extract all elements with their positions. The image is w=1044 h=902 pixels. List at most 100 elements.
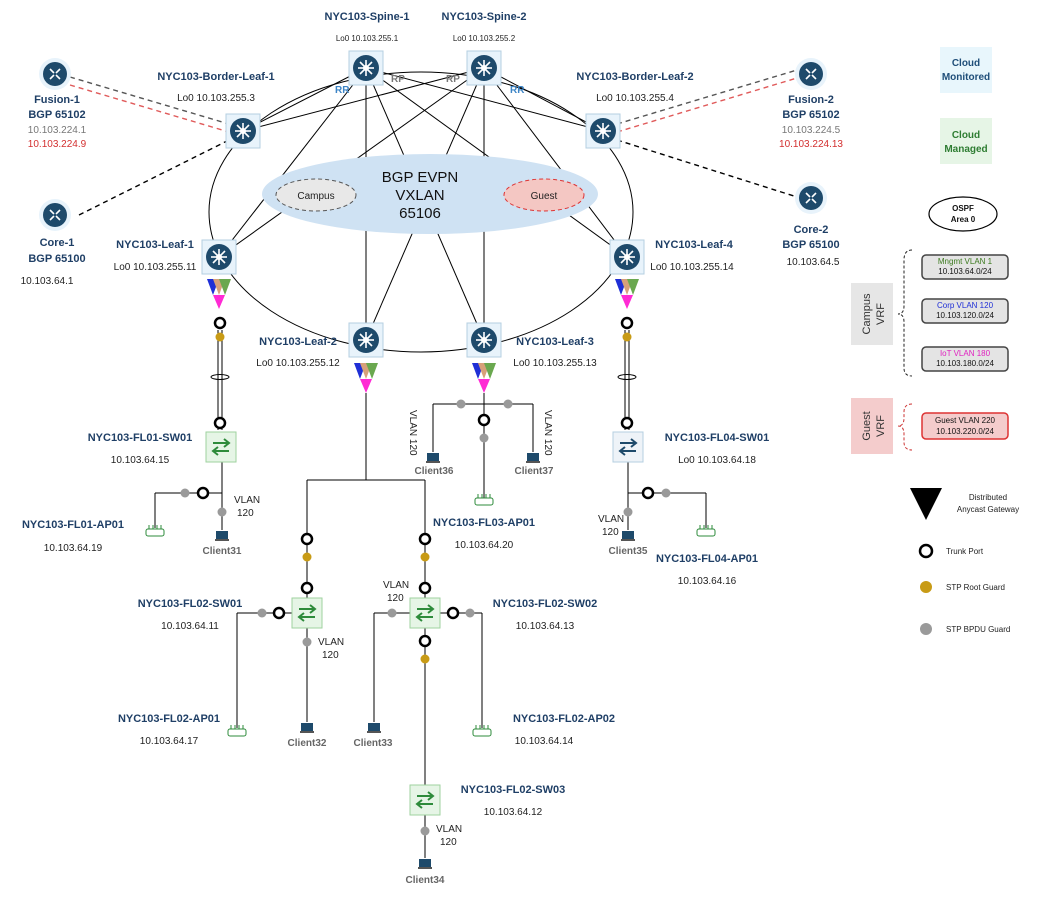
- fusion1-router-icon[interactable]: [39, 58, 71, 90]
- leaf2-lo: Lo0 10.103.255.12: [256, 358, 340, 369]
- fl02-sw03-switch-icon[interactable]: [409, 784, 441, 816]
- client33-icon[interactable]: [367, 723, 381, 733]
- fl01-ap01-icon[interactable]: [145, 525, 165, 537]
- spine1-switch-icon[interactable]: [348, 50, 384, 86]
- client34-icon-base: [418, 867, 432, 869]
- fusion1-router-icon-body: [43, 62, 67, 86]
- campus-vrf-box: [851, 283, 893, 345]
- border1-switch-icon[interactable]: [225, 113, 261, 149]
- client37-icon-base: [526, 461, 540, 463]
- fl02-sw02-trunk-port-sw: [418, 581, 432, 595]
- leaf1-switch-icon[interactable]: [201, 239, 237, 275]
- fl03-ap01-icon[interactable]: [474, 494, 494, 506]
- core1-router-icon-body: [43, 203, 67, 227]
- fusion2-router-icon[interactable]: [795, 58, 827, 90]
- core2-router-icon[interactable]: [795, 182, 827, 214]
- vlan-num-sw01: 120: [322, 650, 339, 661]
- fl02-ap01-icon[interactable]: [227, 725, 247, 737]
- fl04-sw01-switch-icon-frame: [612, 431, 644, 463]
- fl01-ap01-ip: 10.103.64.19: [44, 543, 103, 554]
- spine2-switch-icon[interactable]: [466, 50, 502, 86]
- fl01-ap01-icon-body: [145, 528, 165, 537]
- client37-icon-screen: [527, 453, 539, 461]
- leaf3-switch-icon[interactable]: [466, 322, 502, 358]
- leaf3-lo: Lo0 10.103.255.13: [513, 358, 597, 369]
- fl02-sw01-switch-icon[interactable]: [291, 597, 323, 629]
- client34-icon-screen: [419, 859, 431, 867]
- client37-icon[interactable]: [526, 453, 540, 463]
- evpn-title: BGP EVPN: [382, 169, 458, 186]
- fl04-sw01-name: NYC103-FL04-SW01: [665, 432, 770, 444]
- leaf1-anycast-gateway: [207, 279, 231, 309]
- client37-label: Client37: [515, 466, 554, 477]
- fl04-ap01-icon-body: [696, 528, 716, 537]
- cloud-monitored-line2: Monitored: [942, 72, 990, 83]
- fl03-ap01-ip: 10.103.64.20: [455, 540, 514, 551]
- client32-icon-base: [300, 731, 314, 733]
- bpdu-guard-legend-label: STP BPDU Guard: [946, 625, 1010, 634]
- evpn-cloud: BGP EVPN VXLAN 65106 Campus Guest: [262, 154, 598, 234]
- fl02-ap02-icon[interactable]: [472, 725, 492, 737]
- vlan-label-sw03: VLAN: [436, 824, 462, 835]
- guest-label: Guest: [531, 191, 558, 202]
- fl01-sw01-switch-icon[interactable]: [205, 431, 237, 463]
- fusion2-name: Fusion-2: [788, 94, 834, 106]
- fl02-sw03-ip: 10.103.64.12: [484, 807, 543, 818]
- fl04-ap01-icon[interactable]: [696, 525, 716, 537]
- client31-label: Client31: [203, 546, 242, 557]
- access-links: [154, 330, 707, 858]
- spine2-rr-badge: RR: [510, 85, 525, 96]
- client35-icon-base: [621, 539, 635, 541]
- guest-vlan-box: [921, 412, 1009, 440]
- fl01-sw01-trunk-port-up: [213, 416, 227, 430]
- client-labels: Client31 Client32 Client33 Client34 Clie…: [203, 466, 648, 886]
- fl02-sw01-trunk-port-ap: [272, 606, 286, 620]
- fl01-sw01-switch-icon-frame: [205, 431, 237, 463]
- leaf4-lo: Lo0 10.103.255.14: [650, 262, 734, 273]
- campus-vrf-bubble: [275, 178, 357, 212]
- fl02-sw02-ip: 10.103.64.13: [516, 621, 575, 632]
- spine1-rp-badge: RP: [391, 74, 405, 85]
- fl03-ap01-icon-body: [474, 497, 494, 506]
- fl04-sw01-trunk-port-ap: [641, 486, 655, 500]
- core1-router-icon[interactable]: [39, 199, 71, 231]
- vlan-label-fl04: VLAN: [598, 514, 624, 525]
- core2-bgp: BGP 65100: [782, 239, 839, 251]
- fusion1-ip1: 10.103.224.1: [28, 125, 87, 136]
- bpdu-guard-legend-icon: [920, 623, 932, 635]
- leaf2-switch-icon[interactable]: [348, 322, 384, 358]
- client35-icon[interactable]: [621, 531, 635, 541]
- fl02-ap02-ip: 10.103.64.14: [515, 736, 574, 747]
- client36-icon[interactable]: [426, 453, 440, 463]
- anycast-gateway-legend-icon: [910, 488, 942, 520]
- core1-ip: 10.103.64.1: [21, 276, 74, 287]
- fl02-sw02-root-guard: [420, 552, 430, 562]
- fl02-sw02-switch-icon[interactable]: [409, 597, 441, 629]
- fl04-sw01-switch-icon[interactable]: [612, 431, 644, 463]
- client31-icon-screen: [216, 531, 228, 539]
- core1-name: Core-1: [40, 237, 75, 249]
- client34-icon[interactable]: [418, 859, 432, 869]
- fl02-sw03-bpdu-client: [420, 826, 430, 836]
- client32-icon[interactable]: [300, 723, 314, 733]
- fl02-sw01-root-guard: [302, 552, 312, 562]
- border1-name: NYC103-Border-Leaf-1: [157, 71, 274, 83]
- fusion1-name: Fusion-1: [34, 94, 80, 106]
- corp-vlan-name: Corp VLAN 120: [937, 301, 994, 310]
- client36-icon-screen: [427, 453, 439, 461]
- fl04-sw01-ip: Lo0 10.103.64.18: [678, 455, 756, 466]
- root-guard-legend-icon: [920, 581, 932, 593]
- vlan-label-fl01: VLAN: [234, 495, 260, 506]
- spine2-rp-badge: RP: [446, 74, 460, 85]
- cloud-monitored-swatch: [940, 47, 992, 93]
- fl02-sw02-bpdu-ap: [465, 608, 475, 618]
- border2-name: NYC103-Border-Leaf-2: [576, 71, 693, 83]
- fl02-sw01-ip: 10.103.64.11: [161, 621, 219, 632]
- ospf-area-badge: [928, 196, 998, 232]
- external-labels: Fusion-1 BGP 65102 10.103.224.1 10.103.2…: [21, 94, 844, 287]
- leaf4-switch-icon[interactable]: [609, 239, 645, 275]
- client31-icon[interactable]: [215, 531, 229, 541]
- border2-switch-icon[interactable]: [585, 113, 621, 149]
- spine1-rr-badge: RR: [335, 85, 350, 96]
